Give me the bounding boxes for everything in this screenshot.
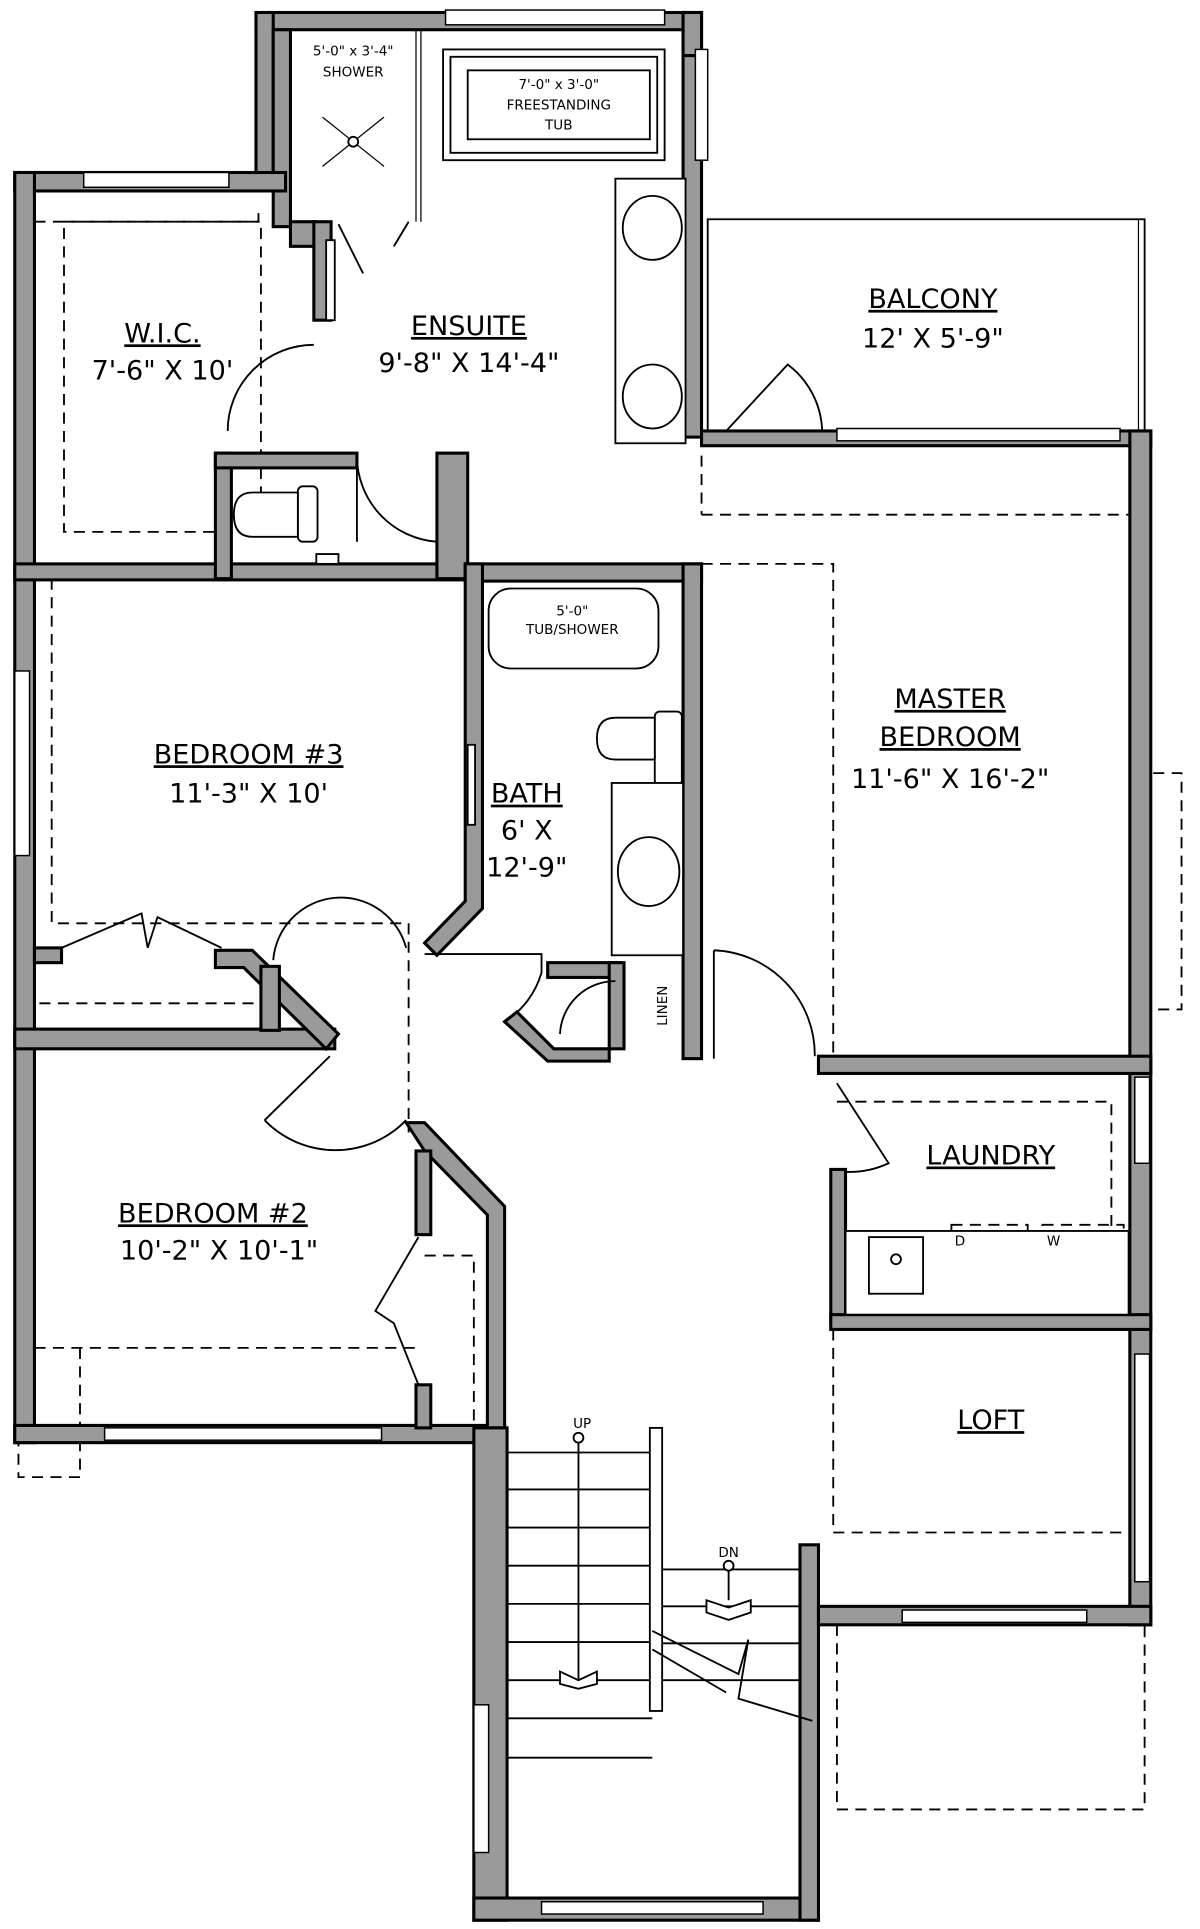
master-size: 11'-6" X 16'-2" xyxy=(851,764,1049,795)
balcony-size: 12' X 5'-9" xyxy=(862,323,1004,354)
double-vanity-icon xyxy=(614,177,687,445)
doors xyxy=(61,29,890,1386)
washer-label: W xyxy=(1047,1234,1060,1250)
tub-label-2: TUB xyxy=(544,117,572,133)
bath-name: BATH xyxy=(491,779,563,810)
dryer-label: D xyxy=(955,1234,965,1250)
shower-size: 5'-0" x 3'-4" xyxy=(313,44,394,60)
laundry-name: LAUNDRY xyxy=(926,1141,1055,1172)
bath-size-2: 12'-9" xyxy=(486,853,567,884)
bedroom3-size: 11'-3" X 10' xyxy=(169,779,328,810)
laundry-sink-icon xyxy=(844,1230,1130,1316)
windows xyxy=(14,9,1151,1915)
bath-toilet-icon xyxy=(595,710,683,787)
wic-size: 7'-6" X 10' xyxy=(92,355,234,386)
wic-name: W.I.C. xyxy=(124,318,200,349)
tub-shower-icon xyxy=(487,587,660,670)
bedroom3-name: BEDROOM #3 xyxy=(154,739,344,770)
stairs-down-label: DN xyxy=(718,1545,739,1561)
shower-label: SHOWER xyxy=(323,64,384,80)
freestanding-tub-icon xyxy=(442,48,666,162)
tub-label-1: FREESTANDING xyxy=(507,98,611,114)
ensuite-size: 9'-8" X 14'-4" xyxy=(378,348,559,379)
tub-shower-label: TUB/SHOWER xyxy=(525,622,619,638)
bedroom2-size: 10'-2" X 10'-1" xyxy=(120,1235,318,1266)
ensuite-name: ENSUITE xyxy=(411,311,527,342)
balcony-name: BALCONY xyxy=(868,284,998,315)
staircase xyxy=(507,1426,813,1759)
dashed-lines xyxy=(17,206,1183,1811)
tub-size: 7'-0" x 3'-0" xyxy=(518,77,599,93)
shower-drain-icon xyxy=(322,116,385,167)
master-name-2: BEDROOM xyxy=(880,722,1021,753)
master-name-1: MASTER xyxy=(894,684,1006,715)
loft-name: LOFT xyxy=(957,1405,1025,1436)
bedroom2-name: BEDROOM #2 xyxy=(118,1198,308,1229)
toilet-icon xyxy=(232,485,340,565)
tub-shower-size: 5'-0" xyxy=(556,604,588,620)
stairs-up-label: UP xyxy=(573,1416,591,1432)
bath-vanity-icon xyxy=(610,782,685,957)
linen-label: LINEN xyxy=(655,986,671,1026)
bath-size-1: 6' X xyxy=(501,816,553,847)
